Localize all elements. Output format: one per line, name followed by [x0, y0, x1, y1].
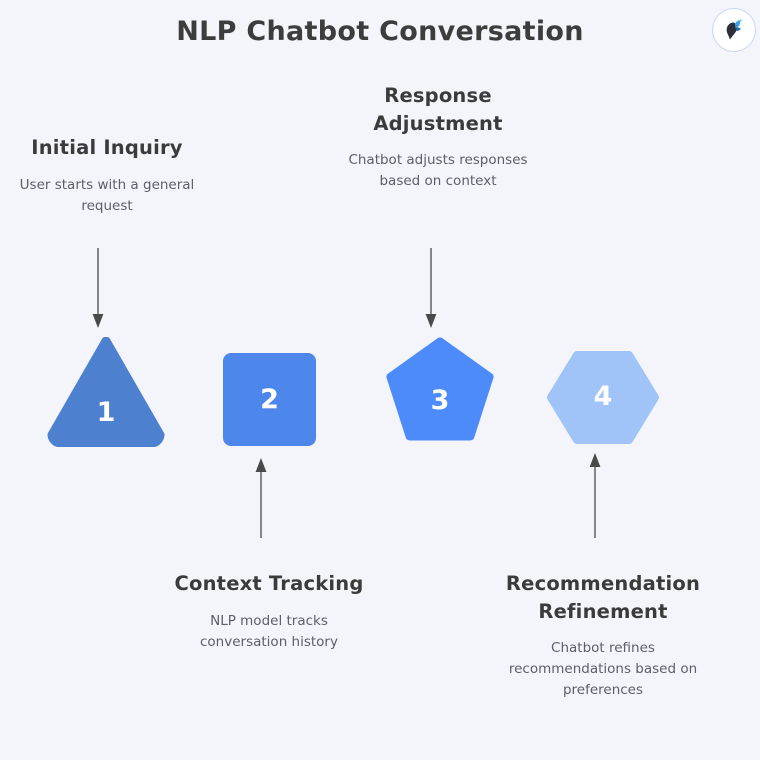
step-4-description: Chatbot refines recommendations based on…: [508, 640, 698, 699]
square-icon: [223, 353, 316, 446]
step-1-shape-triangle[interactable]: 1: [46, 336, 166, 448]
step-2-heading: Context Tracking: [174, 572, 364, 595]
triangle-icon: [47, 336, 165, 448]
step-2-text-block: Context Tracking NLP model tracks conver…: [170, 570, 368, 653]
step-2-arrow-up: [251, 458, 271, 542]
step-2-shape-square[interactable]: 2: [222, 352, 317, 447]
step-3-number: 3: [430, 385, 450, 416]
step-3-shape-pentagon[interactable]: 3: [385, 337, 495, 442]
step-2-number: 2: [260, 384, 279, 415]
step-1-arrow-down: [88, 248, 108, 334]
step-1-description: User starts with a general request: [19, 176, 195, 214]
step-2-description: NLP model tracks conversation history: [200, 612, 338, 650]
butterfly-silhouette-icon: [726, 19, 742, 40]
step-1-number: 1: [96, 397, 116, 428]
step-4-text-block: Recommendation Refinement Chatbot refine…: [490, 570, 716, 701]
step-3-description: Chatbot adjusts responses based on conte…: [348, 152, 528, 190]
step-3-text-block: Response Adjustment Chatbot adjusts resp…: [348, 82, 528, 192]
step-4-number: 4: [593, 381, 613, 412]
step-4-shape-hexagon[interactable]: 4: [542, 350, 664, 445]
step-4-arrow-up: [585, 453, 605, 542]
step-3-arrow-down: [421, 248, 441, 334]
step-3-heading: Response Adjustment: [373, 84, 503, 135]
pentagon-icon: [386, 337, 494, 441]
step-4-heading: Recommendation Refinement: [505, 572, 701, 623]
butterfly-silhouette-logo[interactable]: [712, 8, 756, 52]
hexagon-icon: [547, 351, 659, 444]
page-title: NLP Chatbot Conversation: [176, 16, 584, 47]
step-1-heading: Initial Inquiry: [31, 136, 183, 159]
step-1-text-block: Initial Inquiry User starts with a gener…: [8, 134, 206, 217]
